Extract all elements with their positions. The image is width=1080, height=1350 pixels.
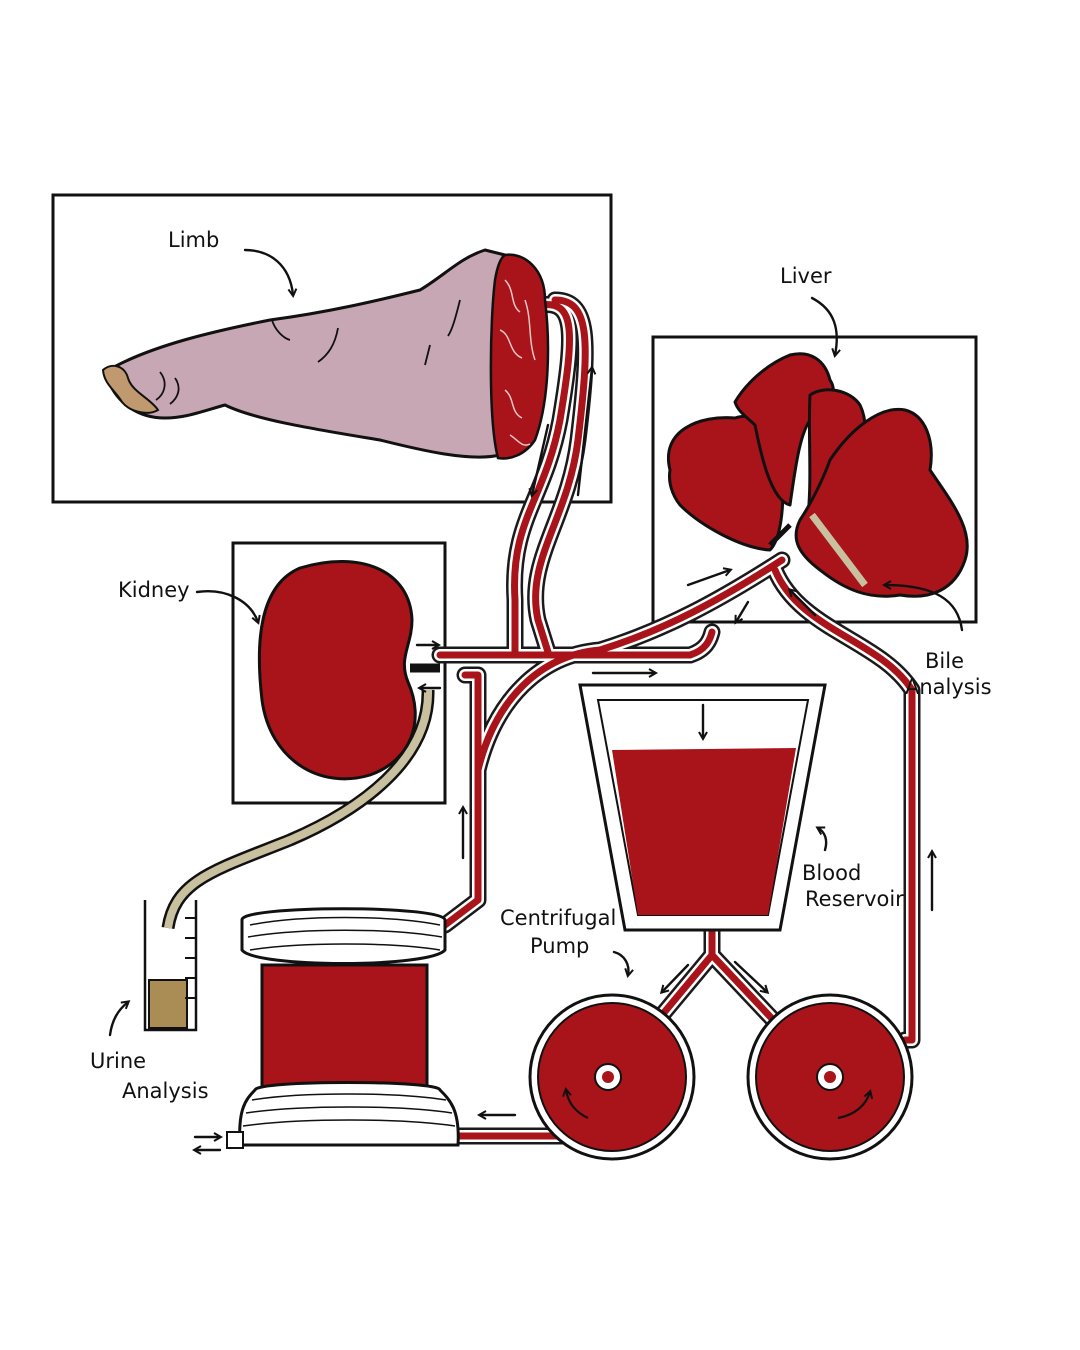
urine-label-line1: Urine <box>90 1049 146 1073</box>
urine-label-line2: Analysis <box>122 1079 209 1103</box>
centrifugal-pump-right <box>748 995 912 1159</box>
gas-port <box>227 1132 243 1148</box>
limb-label: Limb <box>168 228 219 252</box>
urine-analysis-label: Urine Analysis <box>90 1049 209 1103</box>
bile-label-line2: Analysis <box>905 675 992 699</box>
oxygenator-blood-core <box>262 965 427 1093</box>
pump-label-line1: Centrifugal <box>500 906 616 930</box>
oxygenator-unit <box>227 909 458 1148</box>
blood-reservoir-label-line2: Reservoir <box>805 887 904 911</box>
kidney-label: Kidney <box>118 578 190 602</box>
blood-reservoir-pointer-arrow <box>818 828 826 850</box>
oxygenator-bottom <box>240 1083 459 1146</box>
centrifugal-pump-left <box>530 995 694 1159</box>
reservoir-blood <box>612 748 796 915</box>
liver-label: Liver <box>780 264 832 288</box>
bile-label-line1: Bile <box>925 649 964 673</box>
pump-pointer-arrow <box>614 952 628 975</box>
pump-label-line2: Pump <box>530 934 589 958</box>
bile-analysis-label: Bile Analysis <box>905 649 992 699</box>
urine-pointer-arrow <box>110 1002 128 1035</box>
kidney-shape <box>259 561 415 778</box>
kidney-illustration <box>168 561 440 928</box>
blood-reservoir-label-line1: Blood <box>802 861 861 885</box>
blood-reservoir-label: Blood Reservoir <box>802 861 904 911</box>
urine-level <box>149 980 187 1028</box>
centrifugal-pump-label: Centrifugal Pump <box>500 906 623 958</box>
